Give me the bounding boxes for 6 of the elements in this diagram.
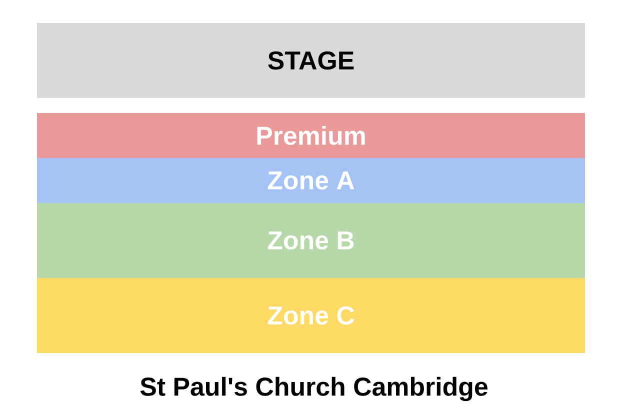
seating-section: Premium [37,113,585,158]
seating-section: Zone A [37,158,585,203]
caption: St Paul's Church Cambridge [140,376,488,402]
seating-section: Zone C [37,278,585,353]
stage-box: STAGE [37,23,585,98]
seating-section: Zone B [37,203,585,278]
